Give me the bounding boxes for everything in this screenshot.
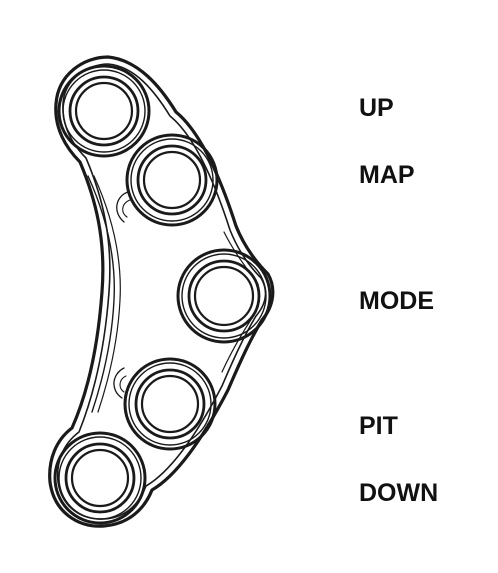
panel-groove-outer	[87, 175, 115, 413]
button-down[interactable]	[53, 431, 147, 525]
button-map[interactable]	[125, 133, 219, 227]
label-mode: MODE	[359, 287, 434, 315]
mount-arc-upper	[116, 191, 129, 223]
mount-arc-lower-inner	[119, 375, 127, 393]
mount-arc-lower	[113, 367, 125, 399]
button-mode[interactable]	[176, 248, 272, 344]
panel-inner-outline	[56, 63, 267, 520]
panel-body	[48, 55, 275, 528]
mount-arc-upper-inner	[122, 199, 131, 218]
label-down: DOWN	[359, 479, 439, 507]
panel-outer-outline	[48, 55, 275, 528]
label-pit: PIT	[359, 412, 398, 440]
button-up[interactable]	[57, 64, 151, 158]
panel-groove-inner	[93, 175, 121, 413]
button-pit[interactable]	[123, 357, 217, 451]
label-map: MAP	[359, 161, 415, 189]
label-up: UP	[359, 94, 394, 122]
